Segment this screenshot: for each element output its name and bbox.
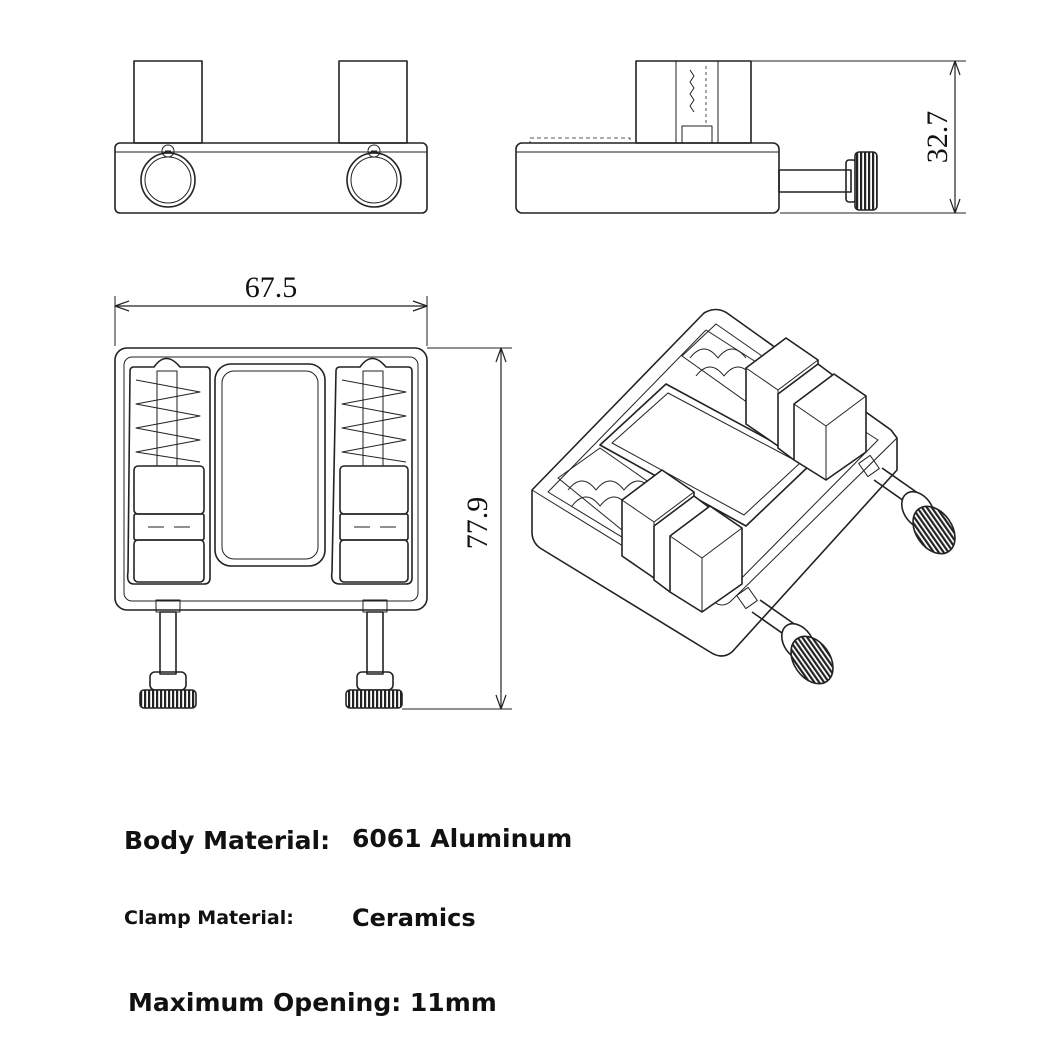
height-dimension — [745, 60, 966, 214]
width-dimension — [114, 296, 428, 346]
width-dimension-label: 67.5 — [245, 271, 298, 304]
top-view — [114, 347, 428, 709]
body-material-value: 6061 Aluminum — [352, 824, 573, 853]
height-dimension-label: 32.7 — [921, 111, 954, 164]
technical-drawing: 32.7 67.5 77.9 — [114, 60, 966, 710]
maximum-opening: Maximum Opening: 11mm — [128, 988, 497, 1017]
isometric-view — [531, 308, 956, 685]
clamp-material-label: Clamp Material: — [124, 907, 294, 929]
depth-dimension-label: 77.9 — [461, 497, 494, 550]
side-view — [515, 60, 878, 214]
clamp-material-value: Ceramics — [352, 904, 476, 932]
depth-dimension — [402, 347, 512, 710]
front-view — [114, 60, 428, 214]
body-material-label: Body Material: — [124, 826, 331, 855]
